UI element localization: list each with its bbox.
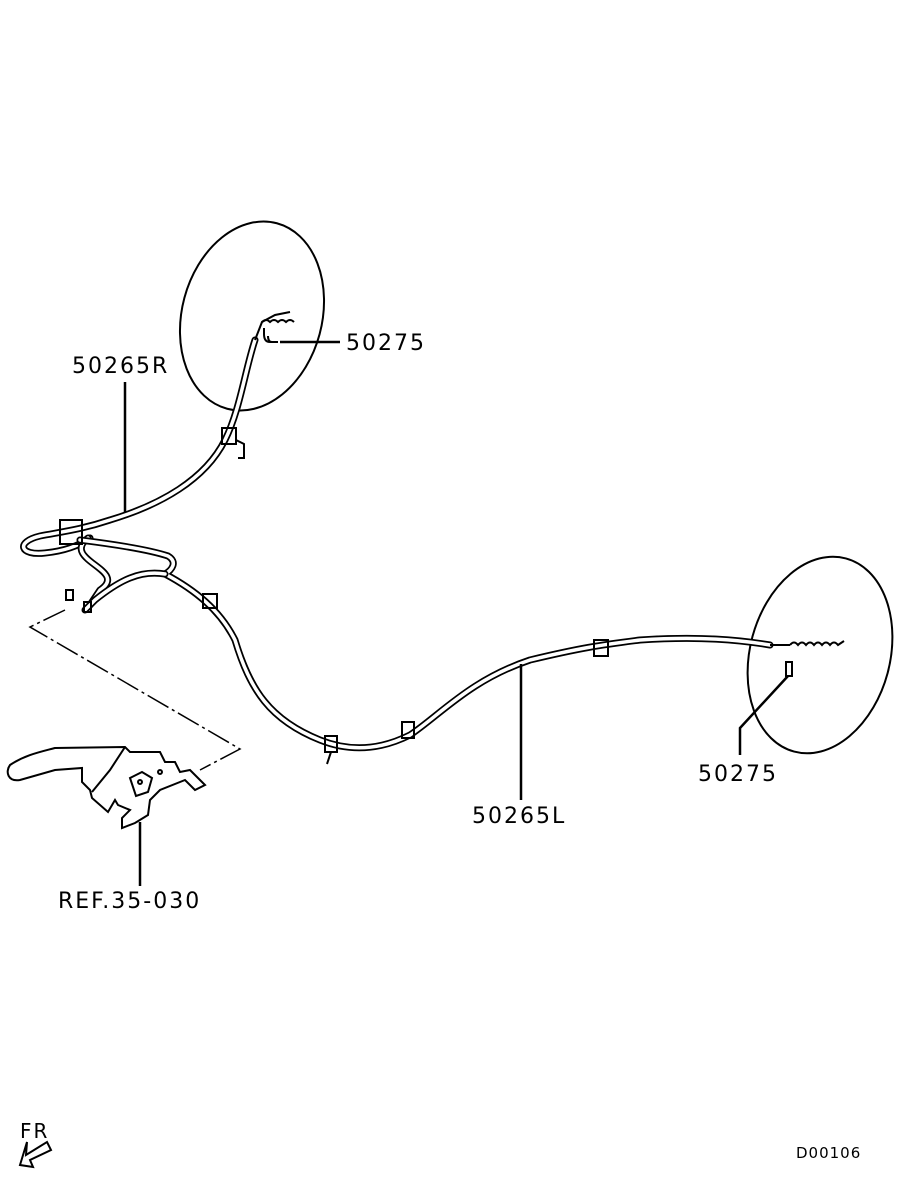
leader-50275-lower	[738, 675, 789, 755]
callout-50265l[interactable]: 50265L	[472, 804, 566, 829]
callout-ref-35-030[interactable]: REF.35-030	[58, 889, 201, 914]
assembly-guide-line	[28, 609, 242, 771]
parking-brake-lever[interactable]	[6, 745, 207, 830]
cable-50265l[interactable]	[59, 519, 845, 765]
callout-50275-upper[interactable]: 50275	[346, 331, 426, 356]
left-rear-brake-outline	[746, 555, 894, 755]
right-rear-brake-outline	[178, 220, 326, 412]
front-arrow-icon	[18, 1140, 53, 1169]
callout-50265r[interactable]: 50265R	[72, 354, 169, 379]
callout-50275-lower[interactable]: 50275	[698, 762, 778, 787]
cable-50265r[interactable]	[20, 311, 295, 609]
drawing-code: D00106	[796, 1144, 861, 1162]
clip-50275-lower[interactable]	[785, 661, 793, 677]
front-direction-label: FR	[20, 1119, 49, 1143]
clip-50275-upper[interactable]	[263, 328, 278, 343]
